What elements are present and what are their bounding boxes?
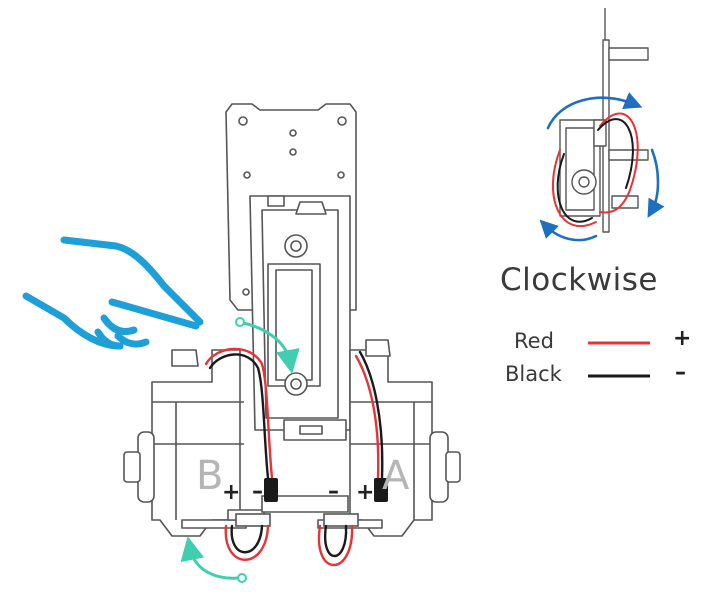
- legend-label-black: Black: [505, 362, 562, 386]
- servo-a-label: A: [382, 453, 410, 499]
- pointing-hand-icon: [22, 236, 204, 350]
- legend-sign-plus: +: [673, 326, 692, 351]
- servo-b-minus-sign: –: [252, 479, 263, 504]
- servo-b-plus-sign: +: [222, 480, 241, 505]
- servo-b: [123, 349, 265, 537]
- legend-sign-minus: –: [675, 360, 686, 385]
- wires: [204, 347, 384, 566]
- rotation-title: Clockwise: [500, 262, 658, 298]
- servo-a-minus-sign: –: [328, 479, 339, 504]
- rotation-arrow-icon: [539, 92, 665, 242]
- arrow-origin-dot: [235, 317, 245, 327]
- servo-b-label: B: [196, 453, 224, 499]
- center-bracket: [249, 195, 351, 441]
- side-view: [559, 8, 649, 233]
- side-view-wires: [551, 112, 639, 228]
- bottom-rail: [235, 495, 359, 527]
- legend-label-red: Red: [514, 329, 554, 353]
- servo-a-plus-sign: +: [356, 480, 375, 505]
- arrow-origin-dot: [237, 573, 247, 583]
- wire-connectors: [264, 478, 388, 502]
- curved-arrow-icon: [180, 536, 241, 580]
